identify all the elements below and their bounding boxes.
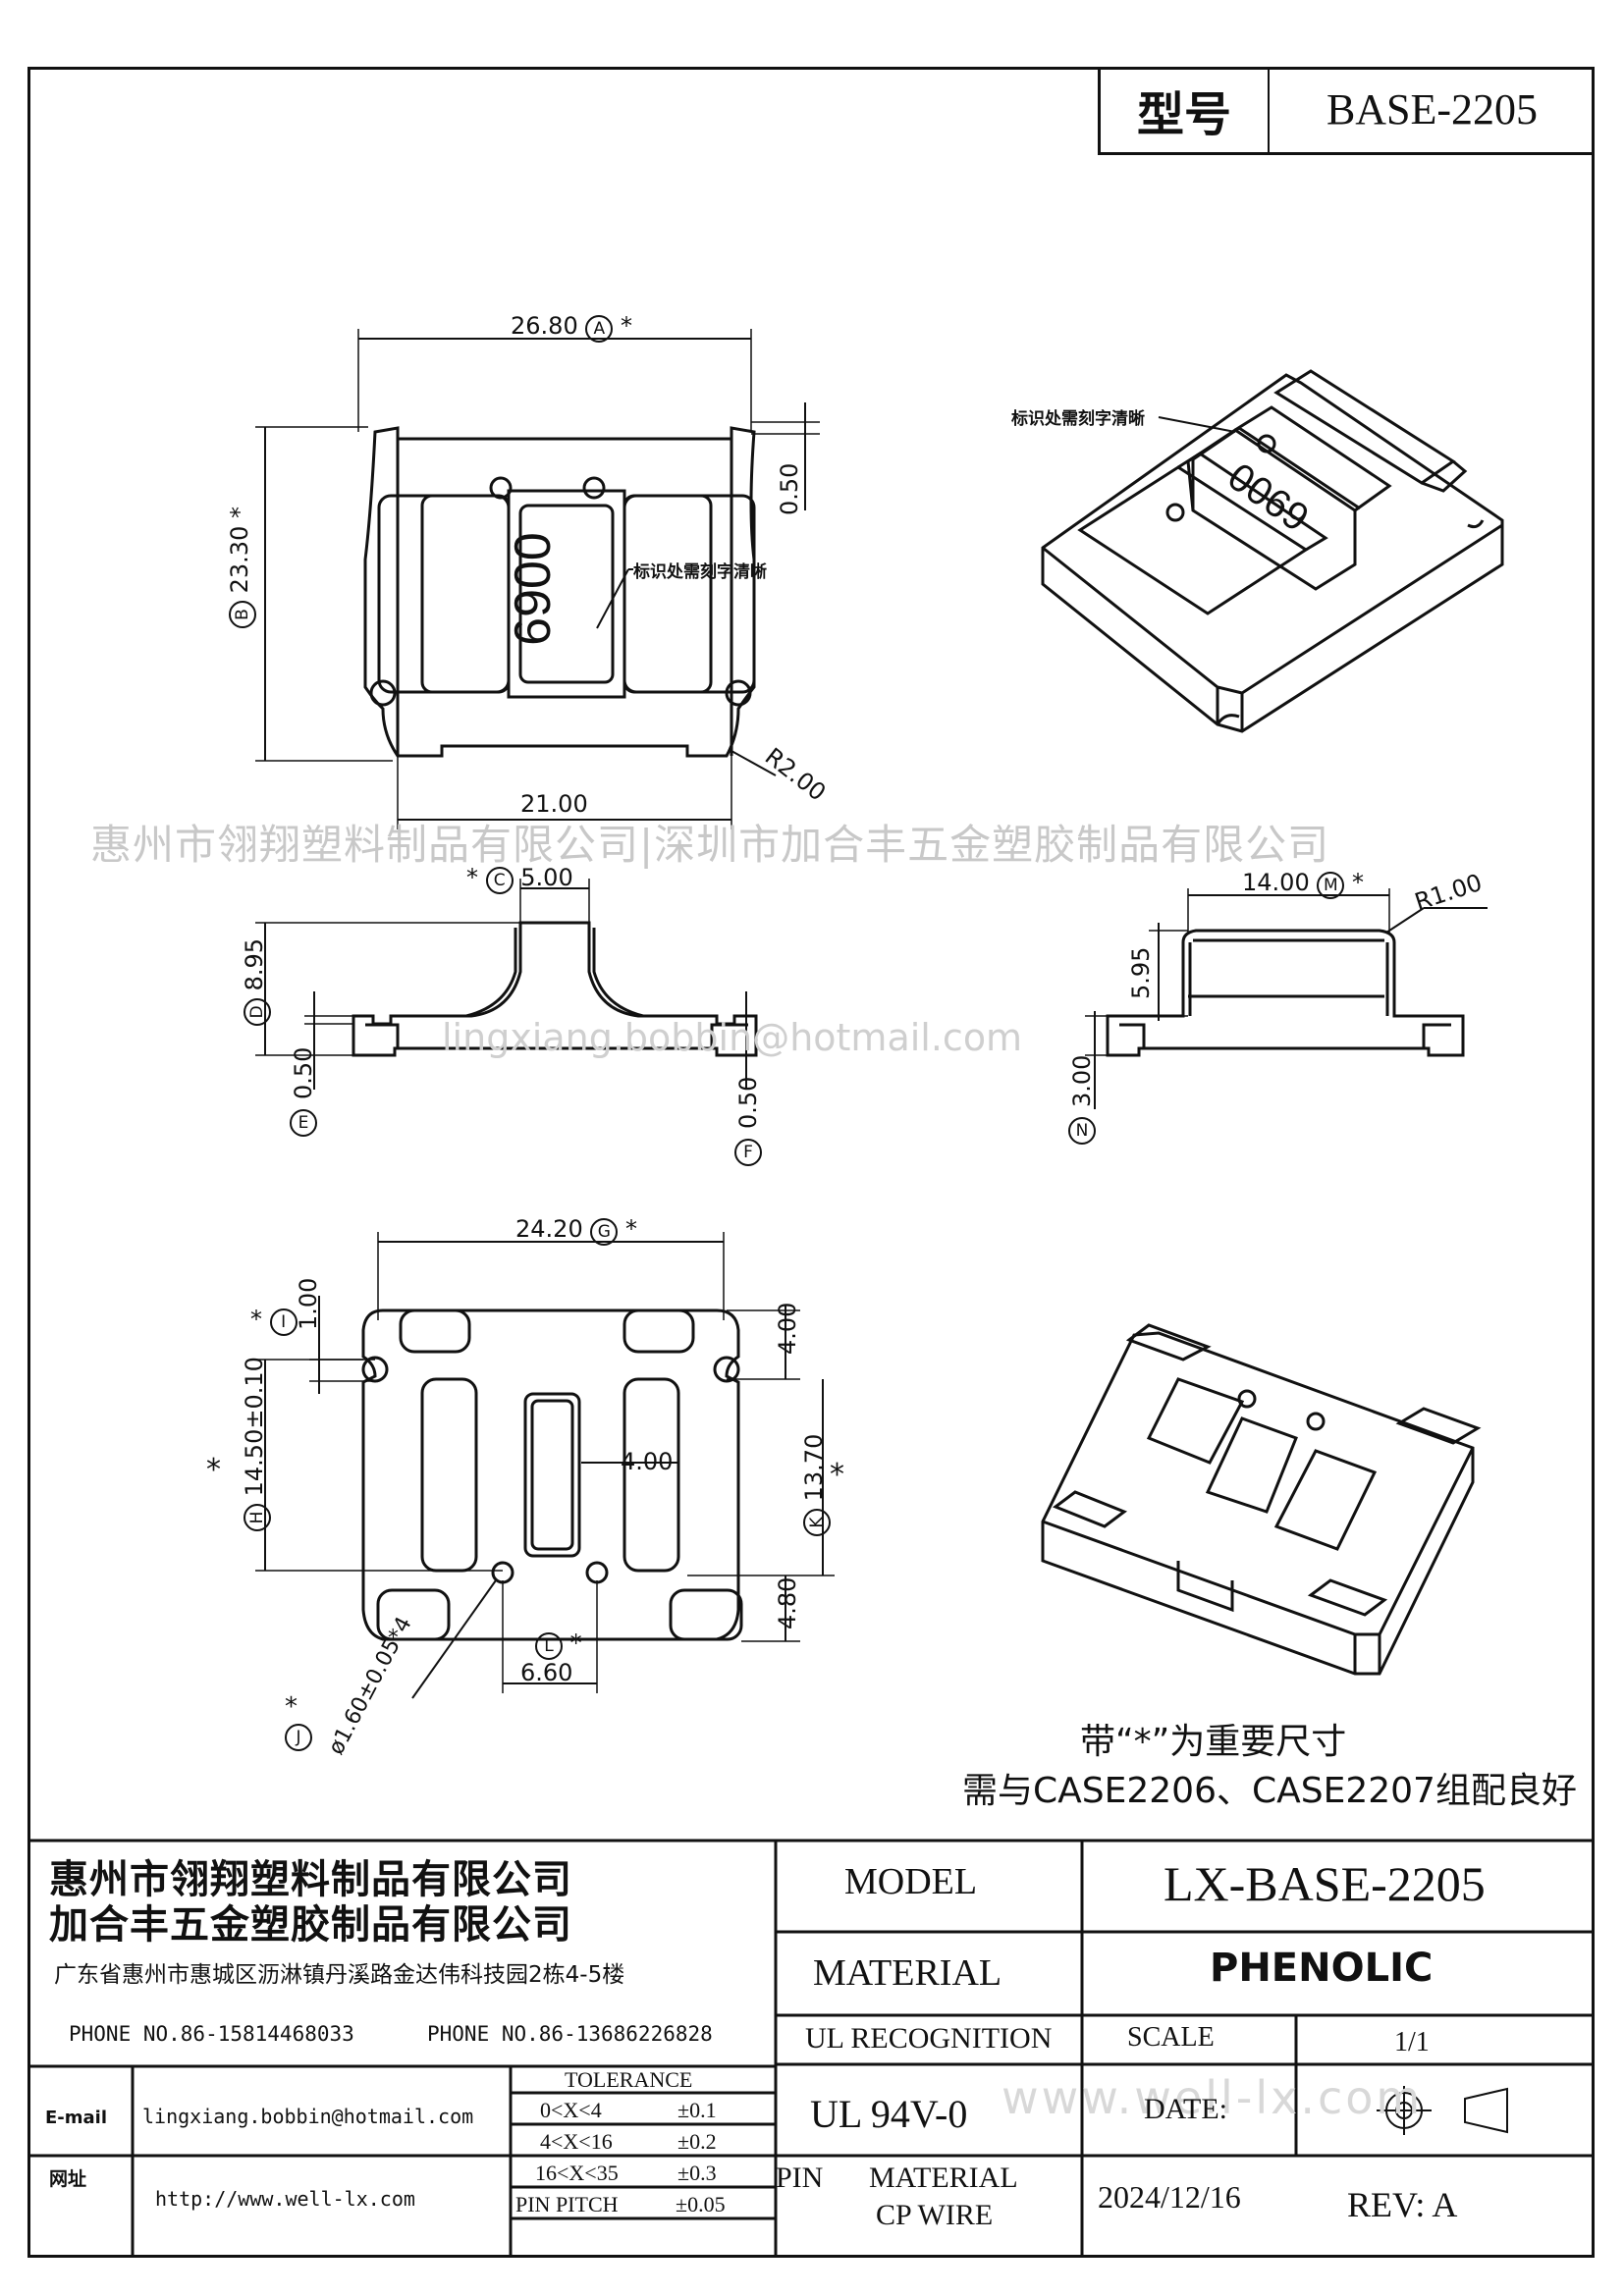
- pin-wire: CP WIRE: [876, 2199, 994, 2231]
- watermark-site: www.well-lx.com: [1001, 2071, 1424, 2124]
- watermark-company: 惠州市翎翔塑料制品有限公司|深圳市加合丰五金塑胶制品有限公司: [90, 821, 1330, 869]
- dim-top-step: 0.50: [776, 462, 803, 515]
- dim-bottom-right-bot: 4.80: [774, 1576, 801, 1629]
- ul-label: UL RECOGNITION: [805, 2022, 1053, 2055]
- tag-bottom-pin: *J: [285, 1693, 312, 1751]
- bottom-view: [255, 1232, 835, 1699]
- note-assembly: 需与CASE2206、CASE2207组配良好: [962, 1771, 1577, 1811]
- dim-bottom-pitch: 6.60: [520, 1659, 573, 1686]
- tol-range-0: 0<X<4: [540, 2098, 602, 2122]
- dim-front-right: 0.50: [734, 1076, 762, 1129]
- dim-bottom-right-top: 4.00: [774, 1302, 801, 1355]
- email-label: E-mail: [45, 2108, 108, 2128]
- star-bottom-height: *: [206, 1453, 221, 1487]
- iso-top-view: 6900: [1041, 369, 1504, 733]
- phone-1: PHONE NO.86-15814468033: [69, 2022, 354, 2046]
- scale-value: 1/1: [1394, 2027, 1430, 2057]
- phone-2: PHONE NO.86-13686226828: [427, 2022, 713, 2046]
- ul-value: UL 94V-0: [810, 2092, 968, 2136]
- tag-bottom-pitch: L *: [535, 1629, 582, 1660]
- address: 广东省惠州市惠城区沥淋镇丹溪路金达伟科技园2栋4-5楼: [54, 1962, 625, 1988]
- company-1: 惠州市翎翔塑料制品有限公司: [49, 1857, 572, 1902]
- dim-top-inner: 21.00: [520, 790, 588, 818]
- tag-front-left: E: [290, 1109, 317, 1137]
- tolerance-header: TOLERANCE: [565, 2067, 693, 2092]
- scale-label: SCALE: [1127, 2022, 1215, 2053]
- side-view: [1085, 888, 1488, 1109]
- type-box: 型号 BASE-2205: [1098, 67, 1595, 155]
- dim-side-top: 14.00 M *: [1242, 869, 1364, 899]
- tol-range-1: 4<X<16: [540, 2129, 613, 2154]
- dim-front-height: D 8.95: [241, 938, 271, 1026]
- pin-label: PIN: [776, 2162, 824, 2194]
- tag-side-lower: N: [1068, 1117, 1096, 1145]
- dim-front-top: * C 5.00: [466, 864, 573, 894]
- dim-top-height: B 23.30 *: [226, 507, 256, 628]
- dim-bottom-top-gap: * I: [250, 1306, 298, 1336]
- drawing-frame: [27, 67, 1595, 2258]
- tol-value-0: ±0.1: [677, 2098, 717, 2122]
- web-label: 网址: [49, 2168, 87, 2190]
- top-view: 6900: [255, 329, 820, 829]
- tol-value-2: ±0.3: [677, 2161, 717, 2185]
- date-value: 2024/12/16: [1098, 2179, 1241, 2215]
- projection-symbol: [1377, 2086, 1508, 2135]
- tol-value-1: ±0.2: [677, 2129, 717, 2154]
- pin-material: MATERIAL: [869, 2162, 1018, 2194]
- material-label: MATERIAL: [813, 1952, 1002, 1994]
- material-value: PHENOLIC: [1210, 1946, 1434, 1991]
- dim-bottom-width: 24.20 G *: [515, 1215, 637, 1246]
- dim-side-lower: 3.00: [1068, 1054, 1096, 1107]
- dim-front-left: 0.50: [290, 1046, 317, 1099]
- tag-front-right: F: [734, 1139, 762, 1166]
- tol-value-3: ±0.05: [676, 2192, 726, 2216]
- front-view: [255, 879, 758, 1090]
- type-value: BASE-2205: [1326, 85, 1539, 133]
- dim-bottom-top-gap-val: 1.00: [295, 1277, 322, 1330]
- dim-side-upper: 5.95: [1127, 946, 1155, 999]
- note-important: 带“*”为重要尺寸: [1080, 1722, 1347, 1762]
- email-value: lingxiang.bobbin@hotmail.com: [142, 2105, 474, 2128]
- model-label: MODEL: [844, 1861, 978, 1902]
- company-2: 加合丰五金塑胶制品有限公司: [49, 1902, 572, 1948]
- star-bottom-right-mid: *: [830, 1458, 844, 1492]
- iso-bottom-view: [1041, 1323, 1482, 1676]
- web-value: http://www.well-lx.com: [155, 2187, 415, 2211]
- iso-top-note: 标识处需刻字清晰: [1011, 409, 1145, 429]
- dim-top-width: 26.80 A *: [511, 312, 632, 343]
- title-block-lines: [27, 1839, 1595, 2258]
- tol-range-2: 16<X<35: [535, 2161, 619, 2185]
- top-note: 标识处需刻字清晰: [633, 562, 767, 582]
- dim-bottom-right-mid: K 13.70: [800, 1434, 831, 1536]
- tol-range-3: PIN PITCH: [515, 2192, 619, 2216]
- model-value: LX-BASE-2205: [1164, 1856, 1486, 1911]
- watermark-email: lingxiang.bobbin@hotmail.com: [442, 1016, 1023, 1059]
- dim-bottom-height: H 14.50±0.10: [241, 1357, 271, 1531]
- top-marking: 6900: [505, 532, 562, 646]
- dim-bottom-center: 4.00: [621, 1448, 674, 1475]
- type-label: 型号: [1101, 67, 1270, 152]
- rev: REV: A: [1347, 2185, 1458, 2224]
- date-label: DATE:: [1144, 2093, 1227, 2125]
